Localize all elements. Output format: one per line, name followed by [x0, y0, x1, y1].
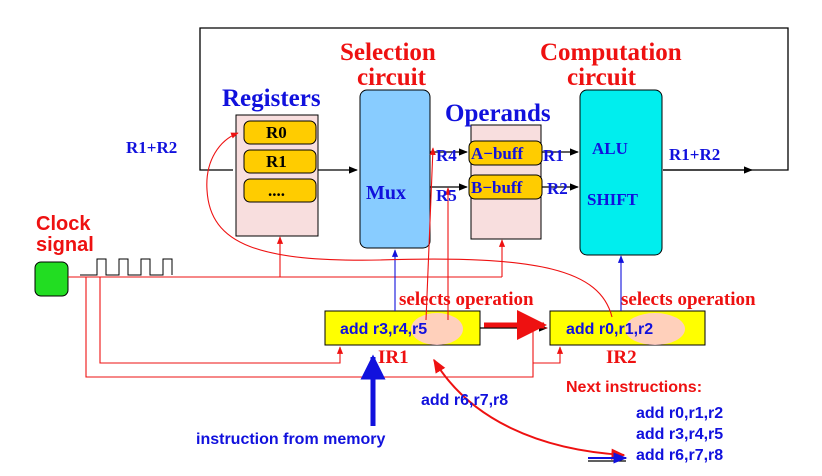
feedback-in-label: R1+R2 — [126, 138, 177, 157]
clock-waveform — [80, 258, 173, 276]
feedback-loop-wire — [199, 27, 789, 171]
clock-label-line2: signal — [36, 234, 94, 256]
b-buff-chip — [468, 174, 543, 200]
next-instruction-2: add r3,r4,r5 — [636, 426, 723, 443]
selection-heading-line1: Selection — [340, 39, 436, 66]
ir2-instruction: add r0,r1,r2 — [566, 321, 653, 338]
ir1-instruction: add r3,r4,r5 — [340, 321, 427, 338]
mux-box — [359, 89, 431, 249]
alu-out-label: R1+R2 — [669, 145, 720, 164]
operands-heading: Operands — [445, 100, 551, 127]
pending-instruction: add r6,r7,r8 — [421, 392, 508, 409]
memory-source-label: instruction from memory — [196, 431, 385, 448]
a-buff-chip — [468, 140, 543, 166]
datapath-wires — [199, 27, 789, 462]
b-buff-label: B−buff — [471, 178, 523, 197]
mux-out-r5-label: R5 — [436, 186, 457, 205]
ir2-label: IR2 — [606, 347, 637, 368]
control-select-wires — [391, 249, 625, 311]
a-buff-label: A−buff — [471, 144, 524, 163]
next-instruction-1: add r0,r1,r2 — [636, 405, 723, 422]
operand-highlights — [411, 313, 685, 345]
ir2-selects-label: selects operation — [621, 289, 756, 310]
computation-heading-line1: Computation — [540, 39, 682, 66]
computation-heading-line2: circuit — [567, 64, 637, 91]
registers-heading: Registers — [222, 85, 321, 112]
next-instruction-curve — [433, 358, 626, 460]
alu-label: ALU — [592, 139, 628, 158]
operand-select-wires — [206, 132, 613, 321]
next-instructions-title: Next instructions: — [566, 379, 702, 396]
register-chips — [243, 120, 317, 203]
register-r0-label: R0 — [266, 123, 287, 142]
mux-out-r4-label: R4 — [436, 146, 457, 165]
register-r1-label: R1 — [266, 152, 287, 171]
mux-label: Mux — [366, 182, 406, 204]
ir1-label: IR1 — [378, 347, 409, 368]
op-out-r1-label: R1 — [543, 146, 564, 165]
op-out-r2-label: R2 — [547, 179, 568, 198]
selection-heading-line2: circuit — [357, 64, 427, 91]
alu-box — [579, 89, 663, 256]
shift-label: SHIFT — [587, 190, 639, 209]
clock-box — [34, 261, 69, 297]
register-more-label: .... — [268, 181, 285, 200]
ir1-selects-label: selects operation — [399, 289, 534, 310]
next-instruction-3: add r6,r7,r8 — [636, 447, 723, 464]
clock-label-line1: Clock — [36, 213, 91, 235]
